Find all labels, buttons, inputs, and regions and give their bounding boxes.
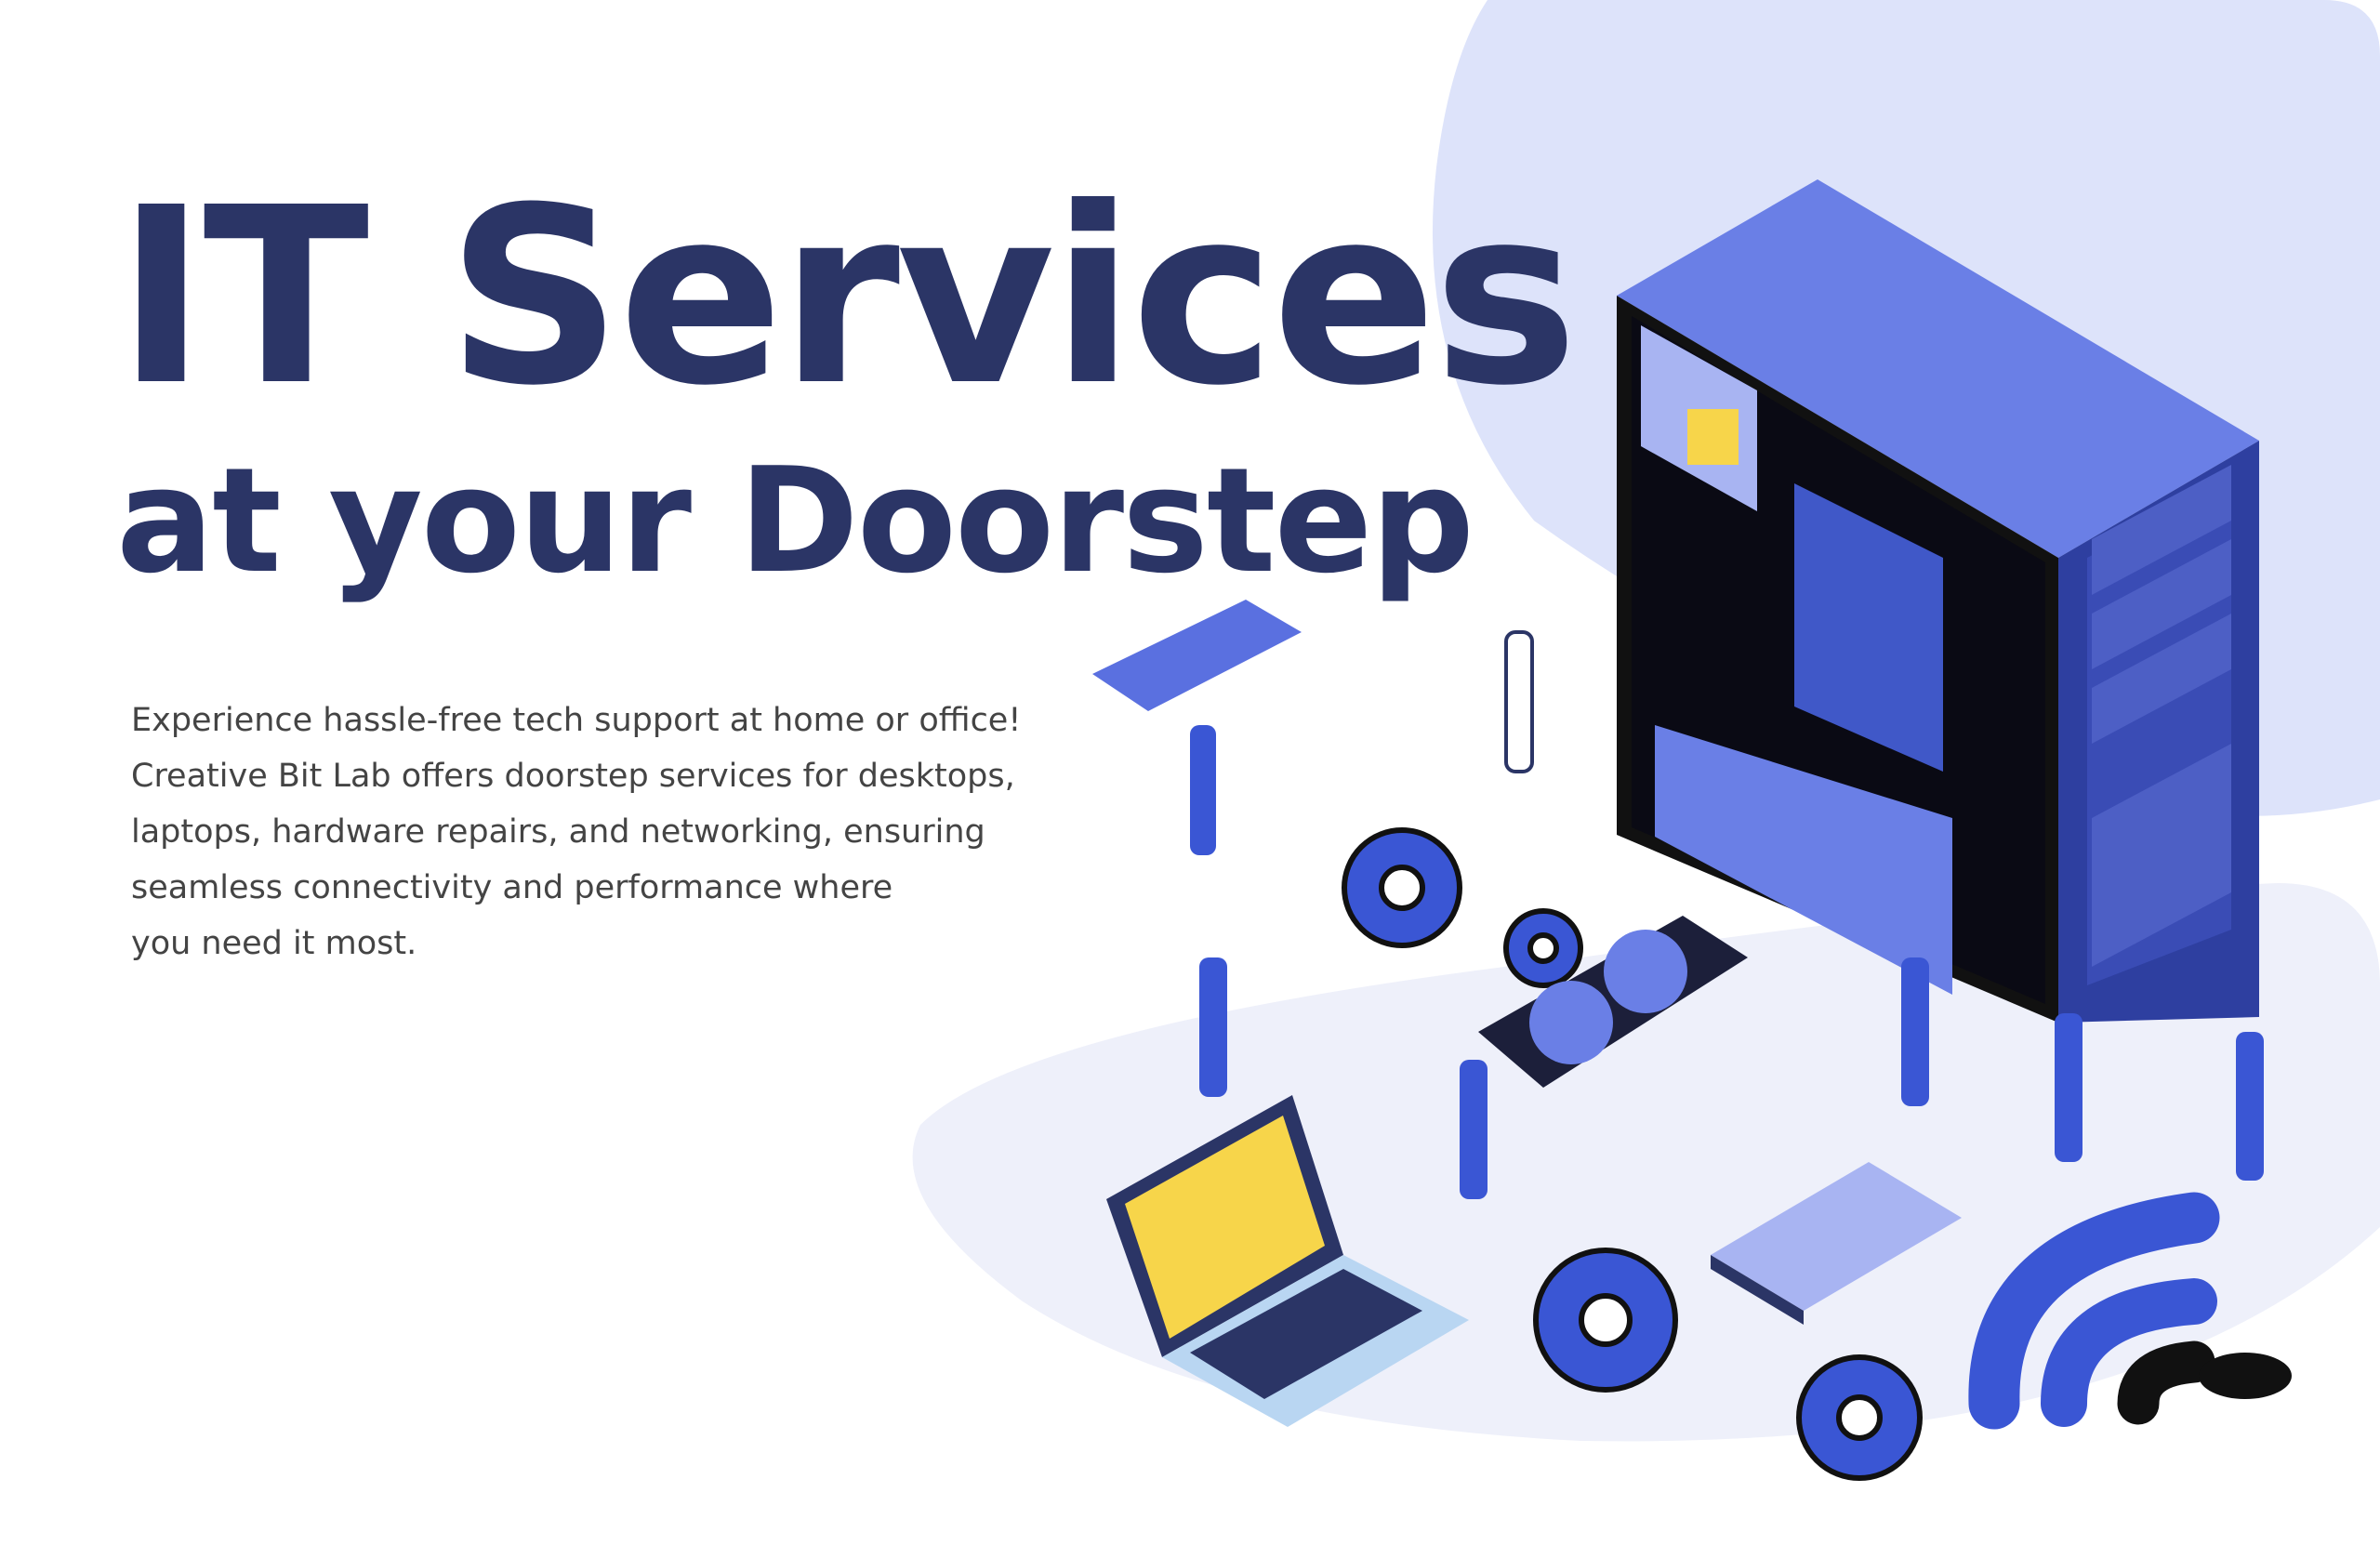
description-line: laptops, hardware repairs, and networkin…: [131, 813, 985, 851]
laptop-icon: [1106, 1095, 1469, 1427]
circuit-board: [1092, 600, 1302, 711]
hard-drive-icon: [1711, 1162, 1962, 1325]
hero-section: IT Services at your Doorstep: [116, 155, 1579, 605]
server-tower: [1617, 179, 2259, 1023]
description-line: seamless connectivity and performance wh…: [131, 869, 893, 906]
graphics-card: [1478, 916, 1748, 1088]
page-subtitle: at your Doorstep: [116, 436, 1474, 605]
technician-figures: [1190, 630, 2264, 1199]
hero-description: Experience hassle-free tech support at h…: [131, 693, 1154, 971]
description-line: Creative Bit Lab offers doorstep service…: [131, 758, 1015, 795]
description-line: you need it most.: [131, 925, 417, 962]
description-line: Experience hassle-free tech support at h…: [131, 702, 1022, 739]
page-title: IT Services: [116, 155, 1579, 439]
gear-icon: [1342, 827, 1923, 1481]
wifi-icon: [1968, 1192, 2292, 1430]
